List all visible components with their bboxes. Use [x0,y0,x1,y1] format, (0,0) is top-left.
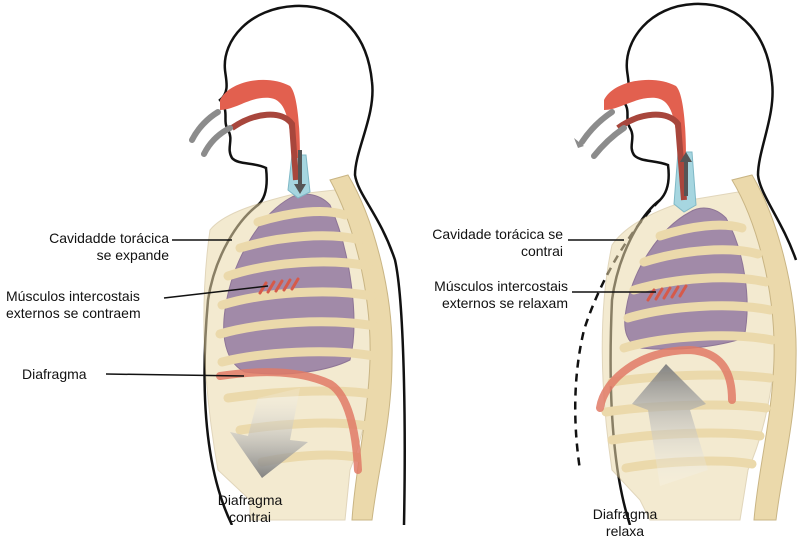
right-cavity-line1: Cavidade torácica se [432,226,563,242]
left-cavity-line1: Cavidadde torácica [49,230,169,246]
right-intercostal-muscles [646,284,688,302]
right-ribs [601,220,777,473]
right-exhale-arrows [579,109,627,159]
right-muscles-label: Músculos intercostais externos se relaxa… [410,278,568,312]
leader-lines [105,239,656,377]
left-inhale-arrows [189,109,233,157]
right-diaphragm-arrow [632,364,708,486]
left-diaphragm-leader [105,373,245,377]
left-diaphragm [216,368,362,474]
right-cavity-label: Cavidade torácica se contrai [410,226,563,260]
left-muscles-label: Músculos intercostais externos se contra… [6,288,141,322]
right-muscles-line2: externos se relaxam [441,295,568,311]
left-ribs [215,207,379,467]
right-diaphragm-action-label: Diafragma relaxa [585,506,665,540]
left-muscles-line1: Músculos intercostais [6,288,140,304]
left-cavity-line2: se expande [96,247,169,263]
right-diaphragm [596,345,736,412]
diagram-svg [105,2,798,526]
left-muscles-line2: externos se contraem [6,305,141,321]
left-diaphragm-action-line2: contrai [228,509,272,525]
right-spine [731,174,797,521]
left-diaphragm-arrow [230,388,308,478]
right-nasal-cavity [604,79,686,156]
respiration-diagram: Cavidadde torácica se expande Músculos i… [6,2,798,539]
left-nasal-cavity [220,79,300,158]
right-muscles-line1: Músculos intercostais [434,278,568,294]
right-diaphragm-action-line1: Diafragma [592,506,658,522]
left-diaphragm-action-label: Diafragma contrai [200,492,300,526]
left-intercostal-muscles [258,277,300,295]
left-airway-path [230,111,299,181]
right-airway-path [616,111,687,201]
left-muscles-leader [163,285,269,299]
left-figure-inhalation [189,4,406,526]
right-figure-exhalation [574,2,798,526]
left-diaphragm-action-line1: Diafragma [217,492,283,508]
left-diaphragm-label: Diafragma [22,366,87,382]
right-diaphragm-action-line2: relaxa [605,523,645,539]
right-cavity-line2: contrai [520,243,563,259]
right-exhale-arrowhead-1 [574,138,584,148]
right-airflow-arrowhead [680,152,692,162]
left-airflow-arrowhead [294,184,306,194]
left-cavity-label: Cavidadde torácica se expande [6,230,169,264]
